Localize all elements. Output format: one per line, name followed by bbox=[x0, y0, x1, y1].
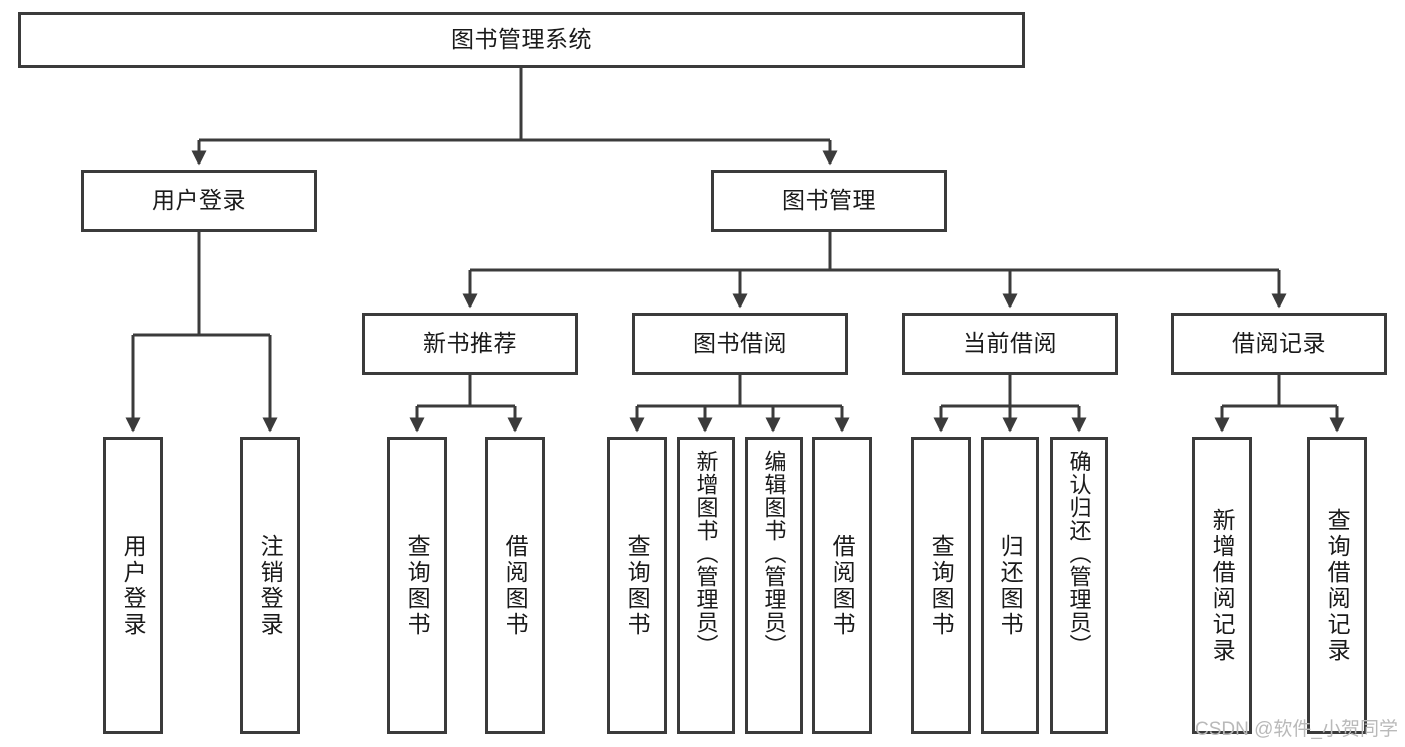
leaf-edit-book[interactable]: 编辑图书（管理员） bbox=[745, 437, 803, 734]
leaf-borrow-book-1-label: 借阅图书 bbox=[502, 533, 529, 638]
leaf-edit-book-label: 编辑图书（管理员） bbox=[761, 450, 787, 657]
leaf-add-book[interactable]: 新增图书（管理员） bbox=[677, 437, 735, 734]
leaf-borrow-book-2-label: 借阅图书 bbox=[829, 533, 856, 638]
node-book-management-label: 图书管理 bbox=[782, 187, 876, 214]
csdn-watermark: CSDN @软件_小贺同学 bbox=[1195, 719, 1398, 740]
node-root-label: 图书管理系统 bbox=[451, 26, 592, 53]
node-book-borrow[interactable]: 图书借阅 bbox=[632, 313, 848, 375]
leaf-user-login[interactable]: 用户登录 bbox=[103, 437, 163, 734]
node-user-login[interactable]: 用户登录 bbox=[81, 170, 317, 232]
leaf-return-book[interactable]: 归还图书 bbox=[981, 437, 1039, 734]
leaf-user-login-label: 用户登录 bbox=[120, 533, 147, 638]
node-user-login-label: 用户登录 bbox=[152, 187, 246, 214]
node-new-book-recommend-label: 新书推荐 bbox=[423, 330, 517, 357]
leaf-query-borrow-record[interactable]: 查询借阅记录 bbox=[1307, 437, 1367, 734]
node-book-management[interactable]: 图书管理 bbox=[711, 170, 947, 232]
node-borrow-record-label: 借阅记录 bbox=[1232, 330, 1326, 357]
leaf-query-book-1-label: 查询图书 bbox=[404, 533, 431, 638]
leaf-return-book-label: 归还图书 bbox=[997, 533, 1024, 638]
leaf-borrow-book-2[interactable]: 借阅图书 bbox=[812, 437, 872, 734]
leaf-confirm-return-label: 确认归还（管理员） bbox=[1066, 450, 1092, 657]
leaf-borrow-book-1[interactable]: 借阅图书 bbox=[485, 437, 545, 734]
node-book-borrow-label: 图书借阅 bbox=[693, 330, 787, 357]
leaf-query-book-1[interactable]: 查询图书 bbox=[387, 437, 447, 734]
leaf-logout-login-label: 注销登录 bbox=[257, 533, 284, 638]
leaf-add-borrow-record-label: 新增借阅记录 bbox=[1209, 507, 1236, 664]
node-new-book-recommend[interactable]: 新书推荐 bbox=[362, 313, 578, 375]
leaf-logout-login[interactable]: 注销登录 bbox=[240, 437, 300, 734]
leaf-confirm-return[interactable]: 确认归还（管理员） bbox=[1050, 437, 1108, 734]
node-current-borrow-label: 当前借阅 bbox=[963, 330, 1057, 357]
leaf-query-book-3[interactable]: 查询图书 bbox=[911, 437, 971, 734]
leaf-add-book-label: 新增图书（管理员） bbox=[693, 450, 719, 657]
leaf-query-book-3-label: 查询图书 bbox=[928, 533, 955, 638]
leaf-add-borrow-record[interactable]: 新增借阅记录 bbox=[1192, 437, 1252, 734]
node-borrow-record[interactable]: 借阅记录 bbox=[1171, 313, 1387, 375]
node-root[interactable]: 图书管理系统 bbox=[18, 12, 1025, 68]
leaf-query-book-2[interactable]: 查询图书 bbox=[607, 437, 667, 734]
leaf-query-borrow-record-label: 查询借阅记录 bbox=[1324, 507, 1351, 664]
leaf-query-book-2-label: 查询图书 bbox=[624, 533, 651, 638]
node-current-borrow[interactable]: 当前借阅 bbox=[902, 313, 1118, 375]
